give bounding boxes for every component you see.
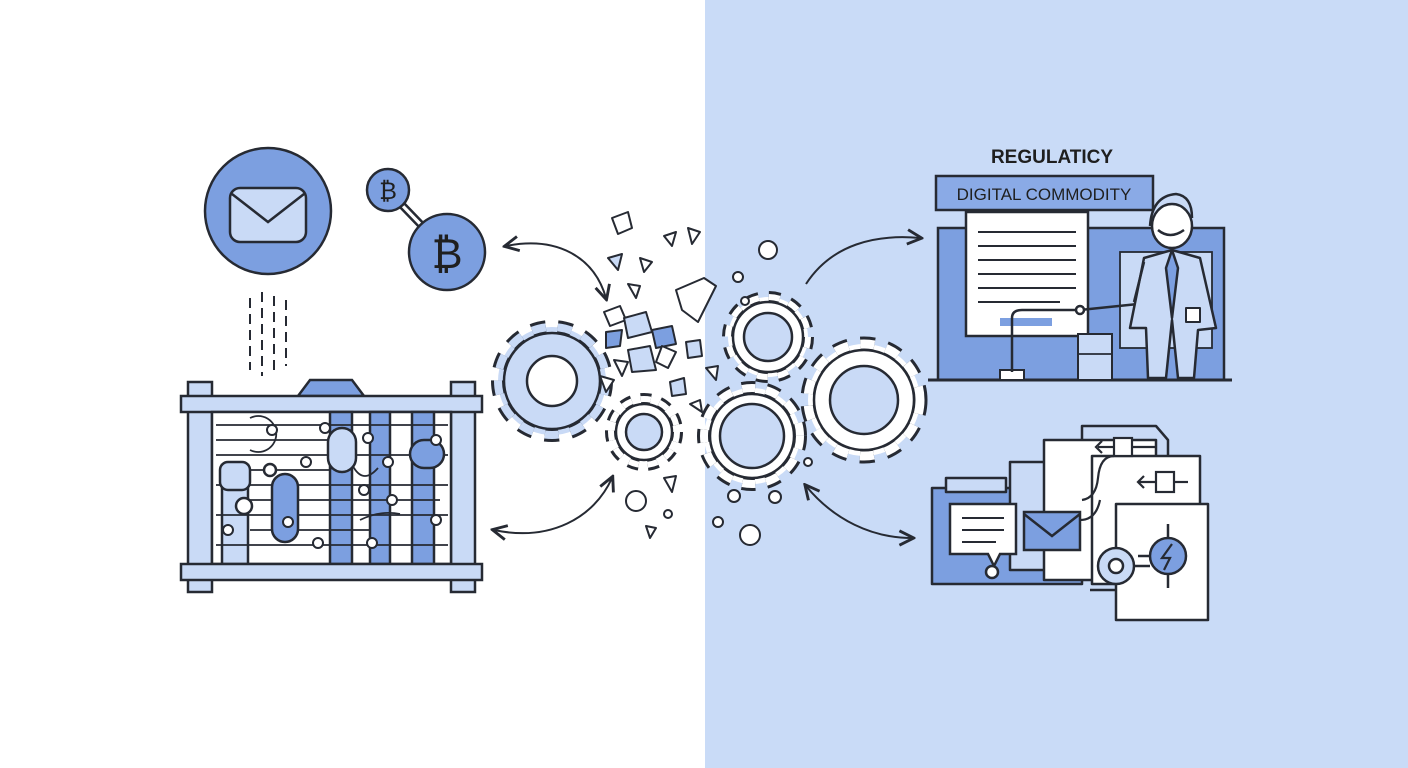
commodity-banner: DIGITAL COMMODITY xyxy=(934,174,1155,212)
document-lines xyxy=(978,231,1076,326)
regulation-heading: REGULATICY xyxy=(991,147,1113,168)
commodity-banner-label: DIGITAL COMMODITY xyxy=(957,185,1132,204)
circuit-nodes xyxy=(222,422,442,549)
envelope-icon xyxy=(228,186,308,244)
bitcoin-icon: ₿ xyxy=(379,178,397,205)
data-stream-lines xyxy=(249,292,287,376)
gear-icon xyxy=(491,320,613,442)
particle-circles xyxy=(625,240,813,546)
circuit-components xyxy=(218,426,446,544)
arrow-icon xyxy=(806,486,912,538)
arrow-icon xyxy=(494,478,612,533)
circuit-connectors xyxy=(1079,436,1188,522)
pointer-stick xyxy=(1010,302,1139,372)
gear-icon xyxy=(605,393,683,471)
arrow-icon xyxy=(805,237,920,285)
envelope-icon xyxy=(1022,510,1082,552)
gear-icon xyxy=(800,336,928,464)
presenter-figure xyxy=(1128,192,1218,380)
broken-fragments xyxy=(599,211,719,539)
gear-icon xyxy=(722,291,814,383)
arrow-icon xyxy=(506,243,606,298)
bitcoin-coins: ₿ ₿ xyxy=(365,167,487,292)
bitcoin-icon: ₿ xyxy=(431,230,462,277)
gear-icon xyxy=(697,381,807,491)
target-icon xyxy=(1096,546,1150,586)
flow-arrows xyxy=(494,237,920,538)
lightning-icon xyxy=(1138,524,1188,588)
chat-bubble-icon xyxy=(948,502,1018,580)
email-bubble xyxy=(203,146,333,276)
